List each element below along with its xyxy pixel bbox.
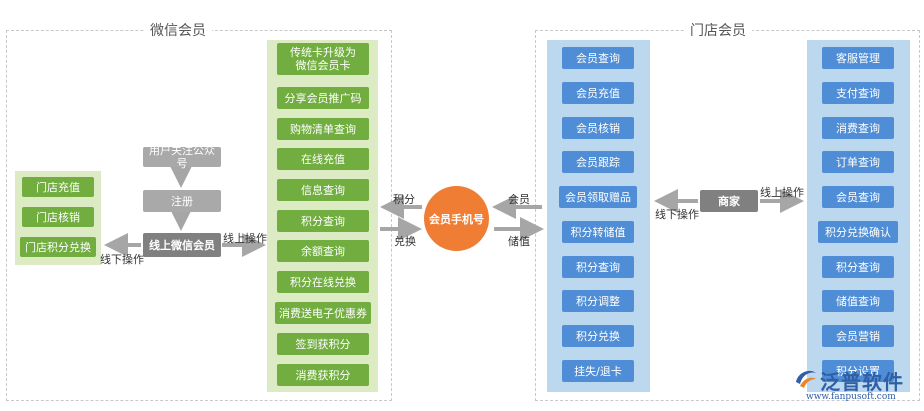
merchant-feature-redeem-confirm[interactable]: 积分兑换确认 (818, 221, 898, 243)
store-points-redeem-button[interactable]: 门店积分兑换 (20, 237, 96, 257)
member-feature-query[interactable]: 会员查询 (562, 47, 634, 69)
follow-official-account-step[interactable]: 用户关注公众号 (143, 144, 221, 170)
wechat-feature-checkin-points[interactable]: 签到获积分 (277, 333, 369, 355)
merchant-feature-order-query[interactable]: 订单查询 (822, 151, 894, 173)
member-feature-tracking[interactable]: 会员跟踪 (562, 151, 634, 173)
member-feature-loss-report[interactable]: 挂失/退卡 (562, 360, 634, 382)
wechat-feature-points-online-redeem[interactable]: 积分在线兑换 (277, 271, 369, 293)
merchant-feature-payment-query[interactable]: 支付查询 (822, 82, 894, 104)
merchant-feature-member-query[interactable]: 会员查询 (822, 186, 894, 208)
wechat-feature-balance-query[interactable]: 余额查询 (277, 240, 369, 262)
member-feature-gift[interactable]: 会员领取赠品 (559, 186, 637, 208)
member-feature-points-adjust[interactable]: 积分调整 (562, 290, 634, 312)
logo-name: 泛普软件 (820, 370, 904, 394)
wechat-member-title: 微信会员 (144, 20, 212, 40)
merchant-node[interactable]: 商家 (700, 190, 758, 212)
store-recharge-button[interactable]: 门店充值 (22, 177, 94, 197)
edge-label-offline-op: 线下操作 (100, 253, 144, 266)
wechat-feature-share-code[interactable]: 分享会员推广码 (277, 87, 369, 109)
store-member-title: 门店会员 (684, 20, 752, 40)
store-writeoff-button[interactable]: 门店核销 (22, 207, 94, 227)
member-feature-writeoff[interactable]: 会员核销 (562, 117, 634, 139)
online-wechat-member-node[interactable]: 线上微信会员 (143, 233, 221, 257)
wechat-feature-shopping-list[interactable]: 购物清单查询 (277, 118, 369, 140)
wechat-feature-card-upgrade[interactable]: 传统卡升级为 微信会员卡 (277, 43, 369, 75)
merchant-feature-consumption-query[interactable]: 消费查询 (822, 117, 894, 139)
wechat-feature-info-query[interactable]: 信息查询 (277, 179, 369, 201)
merchant-feature-marketing[interactable]: 会员营销 (822, 325, 894, 347)
edge-label-stored-value: 储值 (508, 235, 530, 248)
wechat-feature-e-coupon[interactable]: 消费送电子优惠券 (275, 302, 371, 324)
logo-url: www.fanpusoft.com (806, 392, 896, 402)
edge-label-redeem: 兑换 (394, 235, 416, 248)
member-feature-recharge[interactable]: 会员充值 (562, 82, 634, 104)
fanpu-logo: 泛普软件 www.fanpusoft.com (790, 366, 922, 406)
wechat-feature-purchase-points[interactable]: 消费获积分 (277, 364, 369, 386)
register-step[interactable]: 注册 (143, 190, 221, 212)
member-feature-points-query[interactable]: 积分查询 (562, 256, 634, 278)
edge-label-points: 积分 (393, 193, 415, 206)
edge-label-member: 会员 (508, 193, 530, 206)
edge-label-offline-op-2: 线下操作 (655, 208, 699, 221)
member-feature-points-redeem[interactable]: 积分兑换 (562, 325, 634, 347)
logo-mark-icon (796, 370, 816, 388)
merchant-feature-value-query[interactable]: 储值查询 (822, 290, 894, 312)
merchant-feature-customer-service[interactable]: 客服管理 (822, 47, 894, 69)
edge-label-online-op-2: 线上操作 (760, 186, 804, 199)
member-phone-hub[interactable]: 会员手机号 (424, 186, 489, 251)
member-feature-points-to-value[interactable]: 积分转储值 (562, 221, 634, 243)
wechat-feature-points-query[interactable]: 积分查询 (277, 210, 369, 232)
merchant-feature-points-settings[interactable]: 积分设置 (822, 360, 894, 382)
wechat-feature-online-recharge[interactable]: 在线充值 (277, 148, 369, 170)
merchant-feature-points-query[interactable]: 积分查询 (822, 256, 894, 278)
edge-label-online-op: 线上操作 (223, 232, 267, 245)
